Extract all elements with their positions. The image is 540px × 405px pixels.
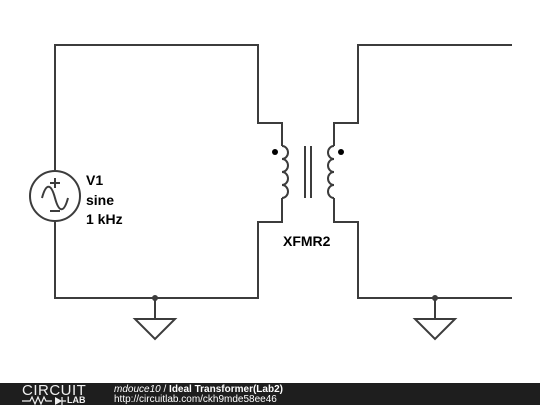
ground-right[interactable] bbox=[412, 295, 458, 341]
secondary-coil bbox=[327, 145, 335, 199]
ground-left[interactable] bbox=[132, 295, 178, 341]
source-circle bbox=[29, 170, 81, 222]
schematic-title: Ideal Transformer(Lab2) bbox=[169, 384, 283, 395]
circuitlab-logo[interactable]: CIRCUIT bbox=[22, 382, 87, 399]
footer-bar: CIRCUIT LAB mdouce10 / Ideal Transformer… bbox=[0, 383, 540, 405]
source-type-label: sine bbox=[86, 192, 114, 208]
transformer-xfmr2[interactable] bbox=[272, 145, 344, 199]
schematic-url-link[interactable]: http://circuitlab.com/ckh9mde58ee46 bbox=[114, 394, 277, 405]
author-name[interactable]: mdouce10 bbox=[114, 384, 161, 395]
logo-resistor-icon bbox=[22, 395, 66, 405]
plus-sign-icon bbox=[50, 178, 60, 188]
secondary-polarity-dot bbox=[338, 149, 344, 155]
source-frequency-label: 1 kHz bbox=[86, 211, 123, 227]
circuit-schematic: V1 sine 1 kHz XFMR2 bbox=[29, 44, 512, 341]
ground-symbol-icon bbox=[132, 318, 178, 341]
ground-symbol-icon bbox=[412, 318, 458, 341]
sine-wave-icon bbox=[41, 185, 69, 211]
primary-coil bbox=[281, 145, 289, 199]
schematic-credit: mdouce10 / Ideal Transformer(Lab2) bbox=[114, 384, 283, 395]
secondary-wires bbox=[333, 44, 512, 299]
primary-wires bbox=[54, 44, 283, 299]
primary-polarity-dot bbox=[272, 149, 278, 155]
transformer-name-label: XFMR2 bbox=[283, 233, 331, 249]
source-name-label: V1 bbox=[86, 172, 103, 188]
credit-separator: / bbox=[160, 384, 170, 395]
logo-lab-text: LAB bbox=[67, 395, 86, 405]
voltage-source-v1[interactable] bbox=[29, 170, 81, 222]
